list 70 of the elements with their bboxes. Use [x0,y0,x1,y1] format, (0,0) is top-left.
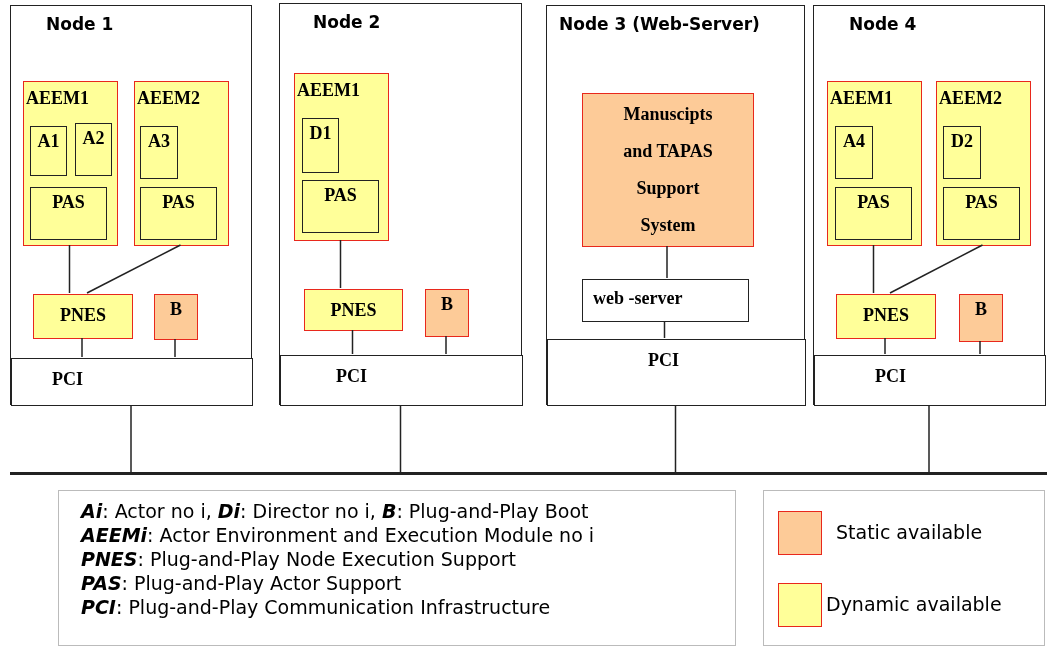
connector-line [663,320,666,339]
connector-line [445,335,447,355]
node-panel [813,5,1045,405]
node-title: Node 2 [313,12,381,32]
legend-text: Static available [836,521,983,543]
component-box: A3 [140,126,178,179]
module-title: AEEM1 [297,80,360,101]
definition-text: AEEMi: Actor Environment and Execution Module no i [81,523,596,547]
connector-line [884,337,886,355]
connector-line [81,337,83,358]
system-box: Manuscipts and TAPAS Support System [582,93,754,247]
interface-box [280,355,523,406]
interface-label: PCI [875,366,906,387]
connector-line [339,239,342,289]
module-box [134,81,229,246]
interface-label: PCI [648,350,679,371]
module-box [294,73,389,241]
connector-line [174,338,176,358]
module-title: AEEM2 [137,88,200,109]
component-box: A1 [30,126,67,176]
component-box: PAS [30,187,107,240]
definition-text: Ai: Actor no i, Di: Director no i, B: Plug-and-Play Boot [81,499,590,523]
connector-line [68,244,71,294]
component-box: B [425,289,469,337]
component-box: PAS [302,180,379,233]
definition-text: PNES: Plug-and-Play Node Execution Support [81,547,517,571]
connector-line [666,245,668,279]
module-box [827,81,922,246]
component-box: PAS [835,187,912,240]
component-box: PAS [943,187,1020,240]
connector-line [86,244,182,294]
definition-text: PAS: Plug-and-Play Actor Support [81,571,403,595]
server-box: web -server [582,279,749,322]
module-title: AEEM1 [26,88,89,109]
node-title: Node 1 [46,14,114,34]
component-box: PNES [836,294,936,339]
connector-line [351,329,354,355]
module-title: AEEM1 [830,88,893,109]
connector-line [928,404,930,473]
connector-line [674,404,677,473]
connector-line [399,404,402,473]
component-box: B [959,294,1003,342]
connector-line [889,244,984,294]
module-box [23,81,118,246]
legend-text: Dynamic available [826,593,1002,615]
definition-text: PCI: Plug-and-Play Communication Infrastructure [81,595,552,619]
interface-box [547,339,806,406]
component-box: D2 [943,126,981,179]
interface-box [814,355,1046,406]
component-box: PNES [304,289,403,331]
interface-box [11,358,253,406]
module-title: AEEM2 [939,88,1002,109]
connector-line [872,244,875,294]
component-box: B [154,294,198,340]
node-title: Node 4 [849,14,917,34]
component-box: A4 [835,126,873,179]
node-panel [279,3,522,405]
component-box: A2 [75,123,112,176]
module-box [936,81,1031,246]
node-panel [546,5,805,405]
component-box: D1 [302,118,339,173]
component-box: PNES [33,294,133,339]
interface-label: PCI [52,369,83,390]
node-panel [10,5,252,405]
component-box: PAS [140,187,217,240]
connector-line [130,404,132,473]
interface-label: PCI [336,366,367,387]
node-title: Node 3 (Web-Server) [559,14,760,34]
connector-line [979,340,981,355]
bus-line [10,472,1047,475]
